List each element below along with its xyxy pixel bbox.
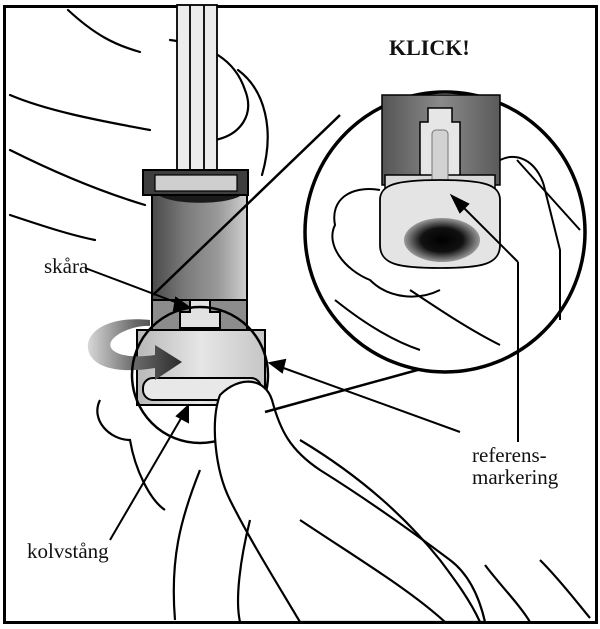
callout-pointers bbox=[84, 193, 519, 541]
syringe-barrel bbox=[142, 169, 249, 301]
rotation-arrow-icon bbox=[87, 319, 182, 380]
reference-marking-label: referens- markering bbox=[472, 444, 558, 488]
detail-circle-small bbox=[130, 305, 270, 445]
detail-circle-large bbox=[303, 90, 587, 374]
reference-marking-label-line1: referens- bbox=[472, 443, 547, 467]
plunger-rod-label: kolvstång bbox=[27, 539, 109, 563]
groove-label: skåra bbox=[44, 254, 89, 278]
plunger-rod-top bbox=[176, 4, 218, 171]
click-callout-label: KLICK! bbox=[389, 35, 470, 60]
right-hand-outline bbox=[96, 380, 591, 624]
reference-marking-label-line2: markering bbox=[472, 465, 559, 490]
